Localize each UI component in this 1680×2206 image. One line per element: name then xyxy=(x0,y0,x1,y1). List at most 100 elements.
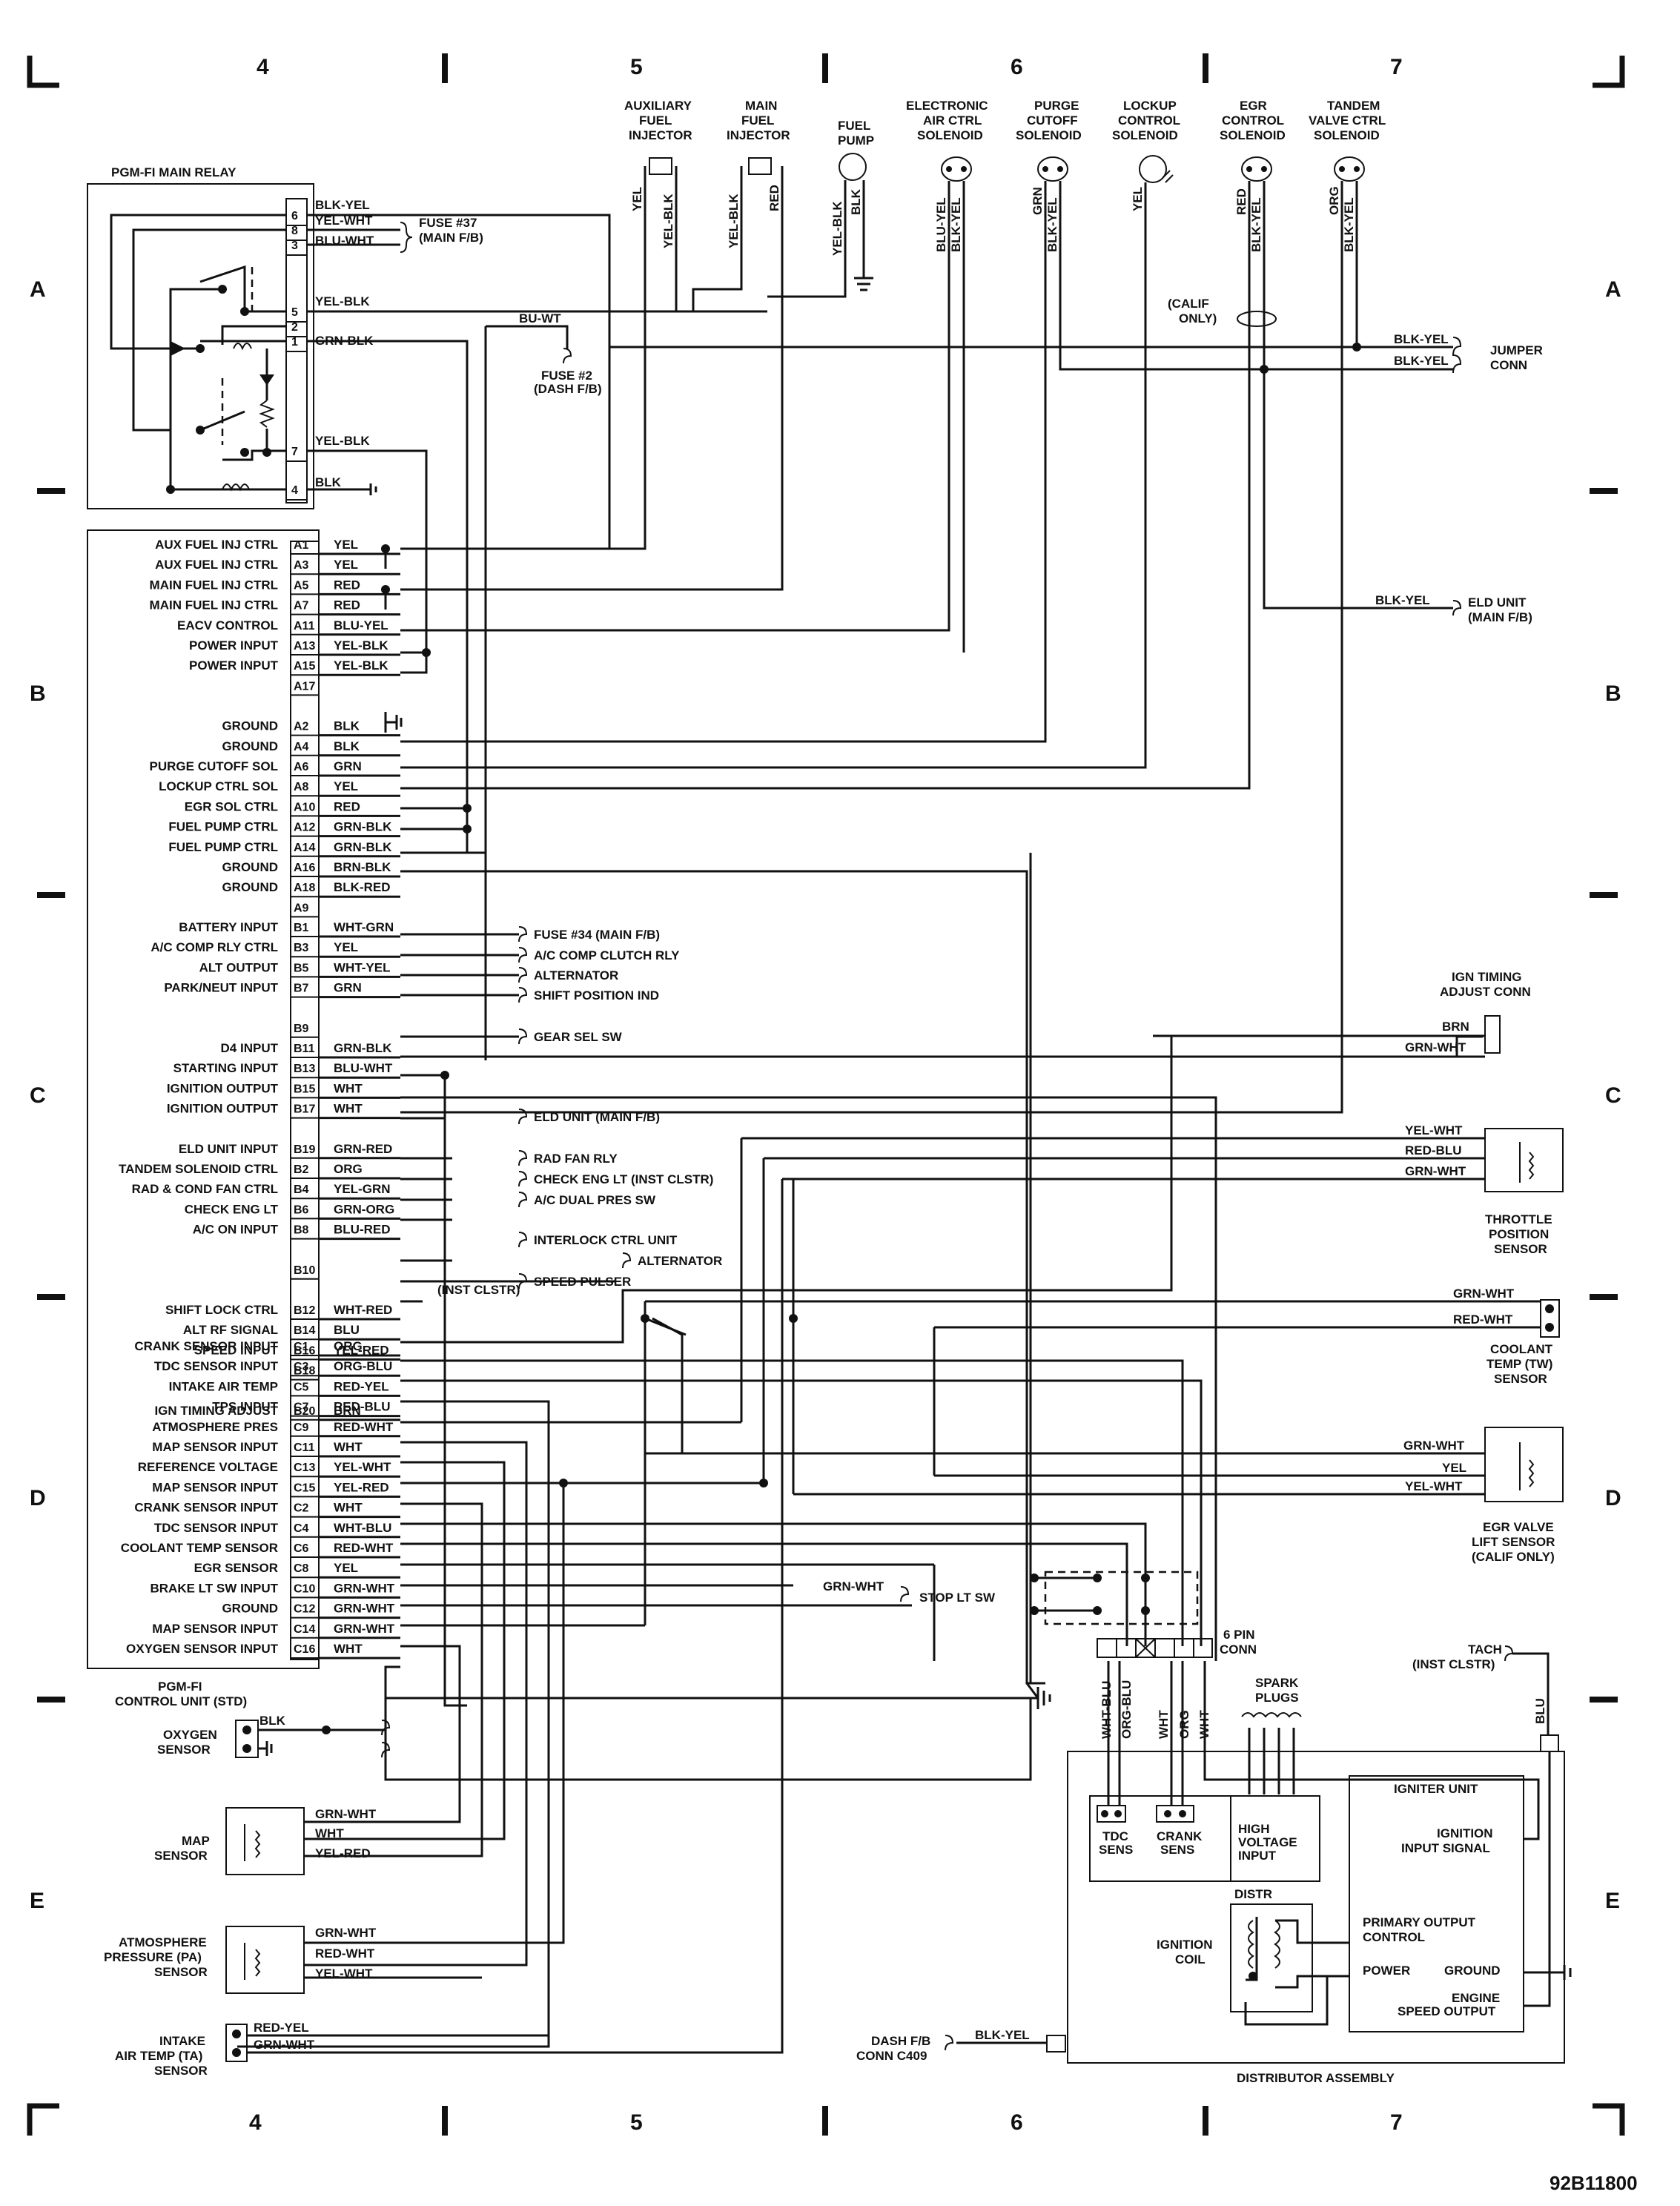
coolant-l3: SENSOR xyxy=(1494,1372,1547,1386)
map-w1: GRN-WHT xyxy=(315,1807,377,1821)
egr-lift-w2: YEL xyxy=(1442,1461,1466,1475)
ecu-b-destination: SHIFT POSITION IND xyxy=(534,988,659,1003)
ecu-pin-id: B5 xyxy=(294,962,309,974)
ign-timing-l2: ADJUST CONN xyxy=(1440,985,1531,999)
purge-w2: BLK-YEL xyxy=(1045,197,1059,252)
pa-l3: SENSOR xyxy=(154,1965,208,1979)
ecu-pin-function: POWER INPUT xyxy=(189,658,279,673)
ecu-pin-function: GROUND xyxy=(222,860,278,874)
ecu-pin-id: B19 xyxy=(294,1143,315,1156)
throttle-position-sensor: YEL-WHT RED-BLU GRN-WHT THROTTLE POSITIO… xyxy=(741,1123,1564,1256)
relay-wires: BLK-YEL YEL-WHT BLU-WHT FUSE #37 (MAIN F… xyxy=(307,198,767,1060)
relay-pin-label: 5 xyxy=(291,306,298,319)
ecu-pin-function: IGNITION OUTPUT xyxy=(167,1102,279,1116)
col-6-top: 6 xyxy=(1011,55,1023,79)
ecu-pin-id: A12 xyxy=(294,822,315,834)
ign-timing-w2: GRN-WHT xyxy=(1405,1040,1466,1054)
ecu-b-destination: INTERLOCK CTRL UNIT xyxy=(534,1233,678,1247)
ecu-wire-color: BRN xyxy=(334,1404,361,1418)
ecu-pin-id: B4 xyxy=(294,1183,309,1196)
ecu-wire-color: BLU xyxy=(334,1323,360,1337)
ecu-pin-function: STARTING INPUT xyxy=(173,1061,279,1075)
ecu-pin-function: EGR SOL CTRL xyxy=(185,799,278,813)
ecu-pin-id: A10 xyxy=(294,801,315,813)
control-unit-connector xyxy=(290,541,320,1660)
map-w3: YEL-RED xyxy=(315,1846,371,1860)
coil-l2: COIL xyxy=(1175,1952,1206,1966)
ecu-pin-id: A4 xyxy=(294,741,309,753)
ecu-pin-id: C13 xyxy=(294,1462,315,1474)
tandem-l3: SOLENOID xyxy=(1314,128,1380,142)
ecu-wire-color: YEL-RED xyxy=(334,1480,389,1494)
ecu-b-destination: ELD UNIT (MAIN F/B) xyxy=(534,1110,660,1124)
primary-l1: PRIMARY OUTPUT xyxy=(1363,1915,1476,1929)
ecu-pin-function: TDC SENSOR INPUT xyxy=(154,1359,279,1373)
distributor-title: DISTRIBUTOR ASSEMBLY xyxy=(1237,2071,1395,2085)
ecu-pin-function: EACV CONTROL xyxy=(177,618,278,633)
main-inj-w2: RED xyxy=(767,185,781,211)
fuel-pump-w2: BLK xyxy=(849,188,863,215)
tps-l3: SENSOR xyxy=(1494,1242,1547,1256)
ecu-pin-function: FUEL PUMP CTRL xyxy=(168,840,278,854)
egr-ctrl-w1: RED xyxy=(1234,188,1249,215)
ecu-pin-id: B7 xyxy=(294,983,309,995)
tach-l1: TACH xyxy=(1468,1642,1502,1657)
ign-timing-w1: BRN xyxy=(1442,1020,1469,1034)
ecu-wire-color: RED-BLU xyxy=(334,1400,391,1414)
ecu-pin-id: C3 xyxy=(294,1361,309,1373)
ecu-wire-color: YEL-BLK xyxy=(334,658,388,673)
map-l1: MAP xyxy=(182,1834,210,1848)
control-unit-outline xyxy=(87,529,320,1669)
ecu-pin-id: A5 xyxy=(294,579,309,592)
ecu-wire-color: RED-WHT xyxy=(334,1420,394,1434)
ecu-pin-id: B2 xyxy=(294,1163,309,1176)
ecu-b-destination: CHECK ENG LT (INST CLSTR) xyxy=(534,1172,713,1186)
tps-w1: YEL-WHT xyxy=(1405,1123,1463,1137)
ecu-pin-function: AUX FUEL INJ CTRL xyxy=(155,538,278,552)
ecu-pin-id: A11 xyxy=(294,620,315,633)
distributor-assembly: TDC SENS CRANK SENS HIGH VOLTAGE INPUT I… xyxy=(1067,1661,1572,2085)
oxygen-l2: SENSOR xyxy=(157,1743,211,1757)
ecu-b-destination: GEAR SEL SW xyxy=(534,1030,623,1044)
pa-l2: PRESSURE (PA) xyxy=(104,1950,202,1964)
row-c-left: C xyxy=(30,1083,46,1108)
ecu-pin-id: A6 xyxy=(294,761,309,773)
calif-only-marker xyxy=(1237,311,1277,327)
ecu-pin-id: B13 xyxy=(294,1063,315,1075)
ecu-wire-color: WHT xyxy=(334,1642,363,1656)
lockup-l1: LOCKUP xyxy=(1123,99,1177,113)
control-unit-l2: CONTROL UNIT (STD) xyxy=(115,1694,247,1708)
ecu-b-destination: A/C DUAL PRES SW xyxy=(534,1193,656,1207)
six-pin-l2: CONN xyxy=(1220,1642,1257,1657)
main-inj-w1: YEL-BLK xyxy=(727,194,741,248)
ecu-wire-color: YEL xyxy=(334,1561,358,1575)
relay-pin-label: 7 xyxy=(291,446,298,458)
stop-lt-wire: GRN-WHT xyxy=(823,1579,884,1594)
row-a-left: A xyxy=(30,277,46,302)
ecu-pin-function: TDC SENSOR INPUT xyxy=(154,1521,279,1535)
ecu-pin-function: IGN TIMING ADJUST xyxy=(154,1404,278,1418)
ecu-pin-id: C10 xyxy=(294,1582,315,1595)
main-relay-title: PGM-FI MAIN RELAY xyxy=(111,165,237,179)
dash-l1: DASH F/B xyxy=(871,2034,930,2048)
control-unit-l1: PGM-FI xyxy=(158,1680,202,1694)
jumper-l1: JUMPER xyxy=(1490,343,1543,357)
eld-l2: (MAIN F/B) xyxy=(1468,610,1532,624)
ecu-pin-function: SPEED INPUT xyxy=(194,1343,279,1357)
tandem-symbol xyxy=(1334,156,1365,182)
wire-relay-7: YEL-BLK xyxy=(315,434,370,448)
ecu-pin-function: ATMOSPHERE PRES xyxy=(152,1420,278,1434)
fuel-pump-l1: FUEL xyxy=(838,119,870,133)
egr-ctrl-l1: EGR xyxy=(1240,99,1267,113)
wire-relay-4: BLK xyxy=(315,475,342,489)
egr-lift-l1: EGR VALVE xyxy=(1483,1520,1554,1534)
jumper-connector: BLK-YEL BLK-YEL JUMPER CONN xyxy=(609,332,1543,374)
tach: TACH (INST CLSTR) BLU xyxy=(1412,1642,1559,1752)
aux-injector-symbol xyxy=(649,157,672,175)
ecu-wire-color: RED-WHT xyxy=(334,1541,394,1555)
ign-input-l1: IGNITION xyxy=(1437,1826,1493,1840)
ecu-pin-id: A2 xyxy=(294,721,309,733)
